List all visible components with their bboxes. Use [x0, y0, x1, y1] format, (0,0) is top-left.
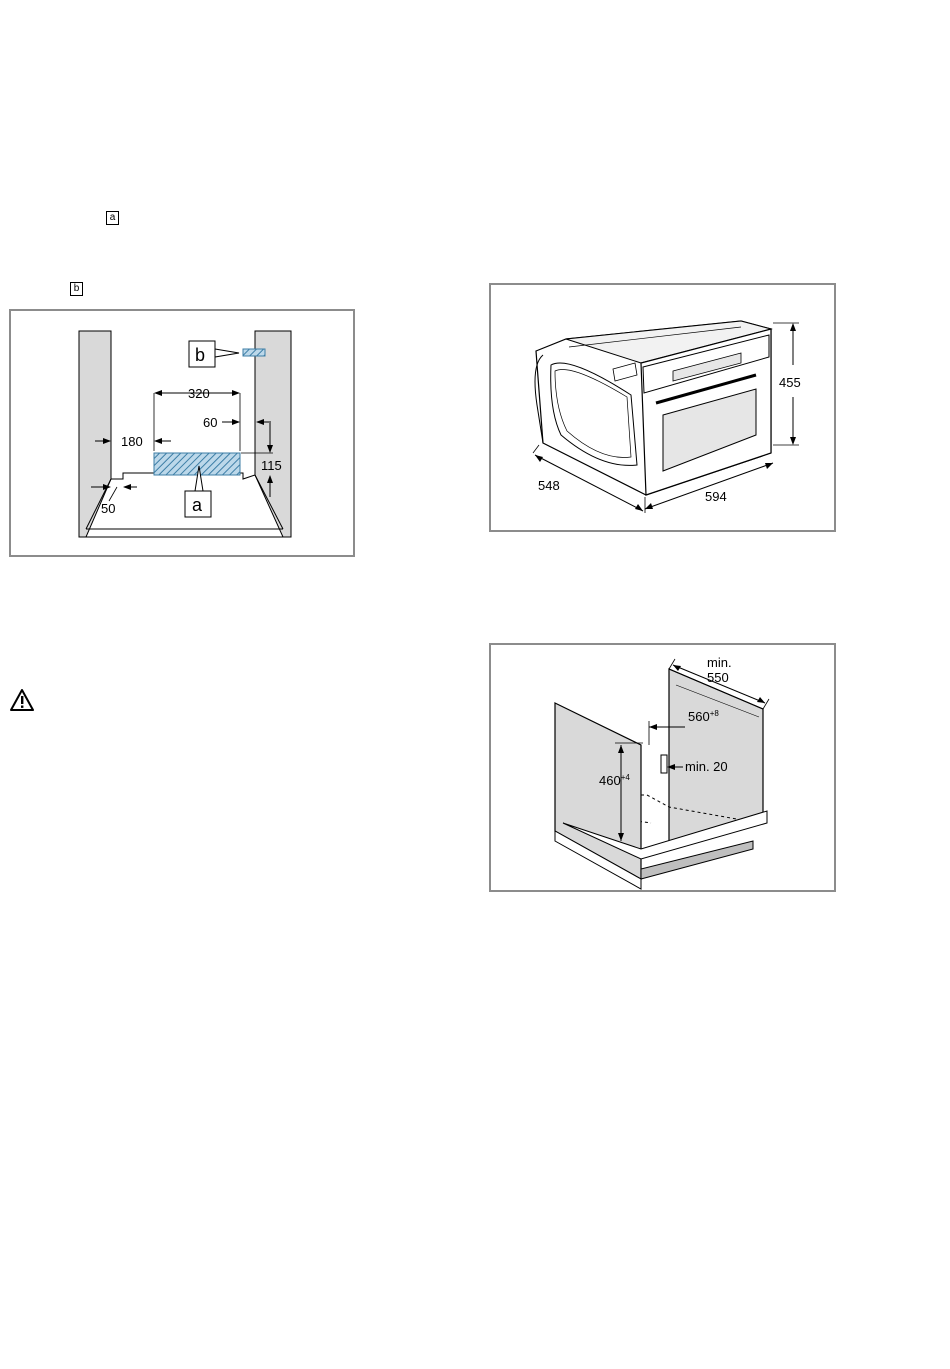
legend-marker-b: b	[70, 282, 83, 296]
legend-marker-a: a	[106, 211, 119, 225]
dim-180-label: 180	[121, 434, 143, 449]
warning-triangle-icon	[10, 688, 34, 717]
figure-oven-dimensions: 455 548 594	[489, 283, 836, 532]
oven-depth-label: 548	[538, 478, 560, 493]
cabinet-min-value: 550	[707, 670, 729, 685]
callout-a-label: a	[192, 495, 203, 515]
oven-height-label: 455	[779, 375, 801, 390]
dim-50-label: 50	[101, 501, 115, 516]
cabinet-drawing: min. 550 560+8 460+4 min. 20	[491, 645, 838, 894]
oven-width-label: 594	[705, 489, 727, 504]
cutout-drawing: 320 60 180 115 50 a b	[11, 311, 357, 559]
dim-60-label: 60	[203, 415, 217, 430]
cabinet-min-label: min.	[707, 655, 732, 670]
callout-b-label: b	[195, 345, 205, 365]
cutout-b-marker	[243, 349, 265, 356]
oven-drawing: 455 548 594	[491, 285, 838, 534]
figure-cutout-diagram: 320 60 180 115 50 a b	[9, 309, 355, 557]
cutout-hatched-area	[154, 453, 240, 475]
dim-320-label: 320	[188, 386, 210, 401]
dim-115-label: 115	[261, 458, 282, 473]
cabinet-gap-label: min. 20	[685, 759, 728, 774]
figure-cabinet-niche: min. 550 560+8 460+4 min. 20	[489, 643, 836, 892]
